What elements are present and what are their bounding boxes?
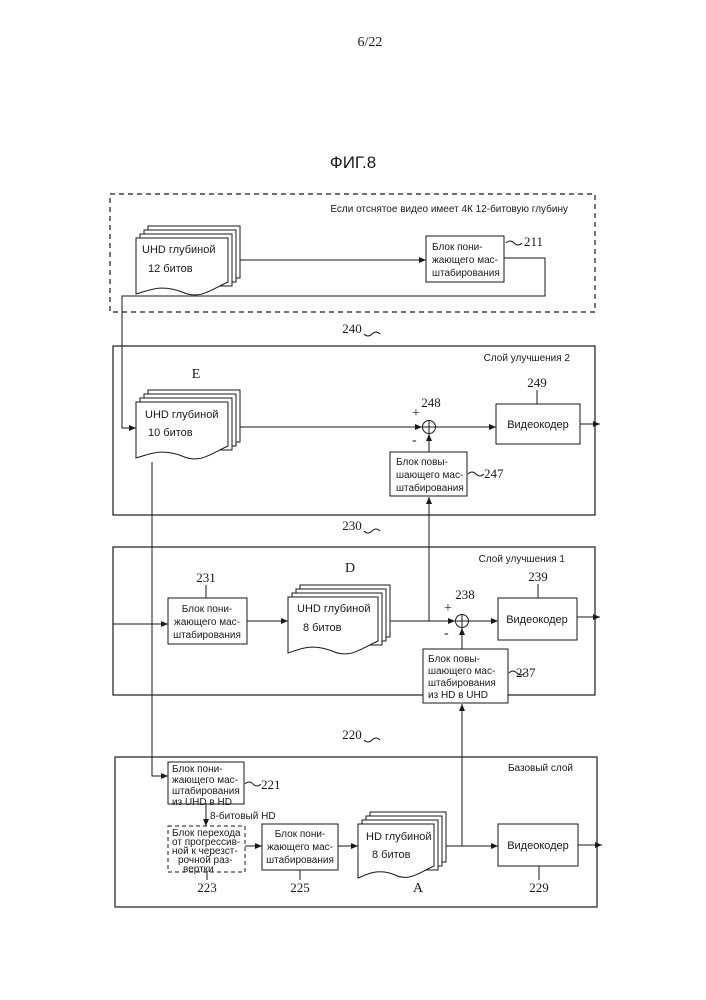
adder-238 [456,615,469,628]
document-stack-hd-8bit: HD глубиной 8 битов [358,812,446,878]
stack-hd8-line2: 8 битов [372,849,411,861]
downscale-block-225: Блок пони- жающего мас- штабирования [262,824,338,870]
page-number: 6/22 [358,35,383,50]
stack-letter-d: D [345,561,355,576]
document-stack-uhd-10bit: UHD глубиной 10 битов [136,390,240,459]
svg-text:штабирования: штабирования [266,854,334,866]
base-caption: Базовый слой [508,763,573,774]
adder-248 [423,421,436,434]
ref-247: 247 [484,466,504,481]
svg-text:шающего мас-: шающего мас- [396,470,463,481]
svg-text:Блок пони-: Блок пони- [275,829,326,840]
svg-text:штабирования: штабирования [396,482,464,494]
svg-text:из HD в UHD: из HD в UHD [428,690,488,701]
ref-225: 225 [290,880,310,895]
stack-uhd8-line2: 8 битов [303,622,342,634]
minus-sign-248: - [412,433,417,448]
ref-220: 220 [342,727,362,742]
stack-12bit-line1: UHD глубиной [142,244,215,256]
svg-text:Блок пони-: Блок пони- [432,242,483,253]
svg-text:вертки: вертки [183,864,214,875]
plus-sign-248: + [412,406,420,421]
svg-text:Блок повы-: Блок повы- [396,457,448,468]
ref-229: 229 [529,880,549,895]
stack-uhd8-line1: UHD глубиной [297,603,370,615]
layer1-caption: Слой улучшения 1 [479,554,566,565]
ref-238: 238 [455,587,475,602]
video-encoder-229: Видеокодер [498,824,578,866]
upscale-block-247: Блок повы- шающего мас- штабирования [390,452,467,496]
downscale-block-211: Блок пони- жающего мас- штабирования [426,236,504,282]
svg-text:штабирования: штабирования [173,629,241,641]
ref-239: 239 [528,569,548,584]
ref-249: 249 [527,375,547,390]
svg-text:Блок повы-: Блок повы- [428,654,480,665]
svg-text:из UHD в HD: из UHD в HD [172,797,232,808]
minus-sign-238: - [444,626,449,641]
plus-sign-238: + [444,601,452,616]
svg-text:Блок пони-: Блок пони- [182,604,233,615]
figure-title: ФИГ.8 [330,153,376,172]
video-encoder-239: Видеокодер [498,598,577,640]
document-stack-uhd-8bit: UHD глубиной 8 битов [288,585,390,654]
svg-text:жающего мас-: жающего мас- [174,617,240,628]
stack-hd8-line1: HD глубиной [366,831,432,843]
stack-10bit-line2: 10 битов [148,427,193,439]
video-encoder-249: Видеокодер [496,404,580,444]
interlace-block-223: Блок перехода от прогрессив- ной к через… [168,826,245,875]
downscale-block-221: Блок пони- жающего мас- штабирования из … [168,762,244,808]
ref-221: 221 [261,777,281,792]
region-top-caption: Если отснятое видео имеет 4К 12-битовую … [330,203,568,215]
ref-240: 240 [342,321,362,336]
svg-text:жающего мас-: жающего мас- [432,255,498,266]
stack-letter-a: A [413,881,424,896]
svg-text:Блок пони-: Блок пони- [172,764,223,775]
ref-231: 231 [196,570,216,585]
svg-text:штабирования: штабирования [172,785,240,797]
svg-text:Видеокодер: Видеокодер [506,614,568,626]
svg-text:жающего мас-: жающего мас- [267,842,333,853]
stack-10bit-line1: UHD глубиной [145,409,218,421]
ref-237: 237 [516,665,536,680]
stack-letter-e: E [192,367,201,382]
svg-text:жающего мас-: жающего мас- [172,775,238,786]
svg-text:штабирования: штабирования [428,677,496,689]
ref-248: 248 [421,395,441,410]
svg-text:Видеокодер: Видеокодер [507,840,569,852]
ref-230: 230 [342,518,362,533]
document-stack-uhd-12bit: UHD глубиной 12 битов [136,226,240,295]
hd-8bit-label: 8-битовый HD [210,810,276,822]
stack-12bit-line2: 12 битов [148,263,193,275]
svg-text:шающего мас-: шающего мас- [428,666,495,677]
svg-text:штабирования: штабирования [432,267,500,279]
downscale-block-231: Блок пони- жающего мас- штабирования [168,598,247,644]
svg-text:Видеокодер: Видеокодер [507,419,569,431]
layer2-caption: Слой улучшения 2 [484,353,571,364]
ref-223: 223 [197,880,217,895]
upscale-block-237: Блок повы- шающего мас- штабирования из … [423,649,508,703]
ref-211: 211 [524,234,543,249]
